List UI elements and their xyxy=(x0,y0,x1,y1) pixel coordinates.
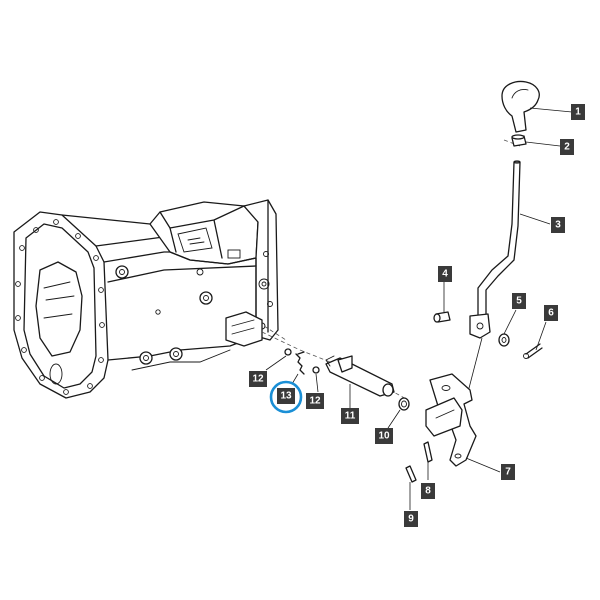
callout-1[interactable]: 1 xyxy=(571,104,585,120)
o-ring xyxy=(398,397,410,411)
roll-pin-8 xyxy=(423,441,433,463)
transmission-housing xyxy=(13,199,279,399)
callout-13[interactable]: 13 xyxy=(277,388,295,404)
lever-pin xyxy=(433,311,451,323)
callout-4[interactable]: 4 xyxy=(438,266,452,282)
callout-6[interactable]: 6 xyxy=(544,305,558,321)
callout-5[interactable]: 5 xyxy=(512,293,526,309)
shift-lever xyxy=(467,160,521,393)
callout-labels: 1 2 3 4 5 6 7 8 xyxy=(249,104,585,527)
callout-8-text: 8 xyxy=(425,486,431,497)
callout-5-text: 5 xyxy=(516,296,522,307)
selection-ring xyxy=(269,380,303,414)
detent-spring xyxy=(295,351,305,375)
callout-3-text: 3 xyxy=(555,220,561,231)
lever-bracket xyxy=(425,373,477,467)
callout-3[interactable]: 3 xyxy=(551,217,565,233)
leader-lines xyxy=(265,107,573,510)
callout-11[interactable]: 11 xyxy=(341,408,359,424)
callout-9-text: 9 xyxy=(408,514,414,525)
callout-6-text: 6 xyxy=(548,308,554,319)
callout-12-right-text: 12 xyxy=(309,396,321,407)
shift-knob xyxy=(501,80,540,133)
callout-10[interactable]: 10 xyxy=(375,428,393,444)
assembly-guide-lines xyxy=(261,139,521,401)
callout-4-text: 4 xyxy=(442,269,448,280)
selector-shaft xyxy=(325,355,395,397)
callout-9[interactable]: 9 xyxy=(404,511,418,527)
callout-12-left-text: 12 xyxy=(252,374,264,385)
callout-2-text: 2 xyxy=(564,142,570,153)
callout-10-text: 10 xyxy=(378,431,390,442)
callout-7-text: 7 xyxy=(505,467,511,478)
callout-13-text: 13 xyxy=(280,391,292,402)
callout-8[interactable]: 8 xyxy=(421,483,435,499)
washer xyxy=(498,333,510,347)
callout-2[interactable]: 2 xyxy=(560,139,574,155)
detent-ball-right xyxy=(312,366,320,374)
shift-bushing xyxy=(511,134,527,147)
callout-12-right[interactable]: 12 xyxy=(306,393,324,409)
callout-7[interactable]: 7 xyxy=(501,464,515,480)
roll-pin-9 xyxy=(405,465,417,483)
split-pin xyxy=(523,343,543,359)
callout-11-text: 11 xyxy=(345,411,356,422)
detent-ball-left xyxy=(284,348,292,356)
callout-12-left[interactable]: 12 xyxy=(249,371,267,387)
callout-1-text: 1 xyxy=(575,107,581,118)
